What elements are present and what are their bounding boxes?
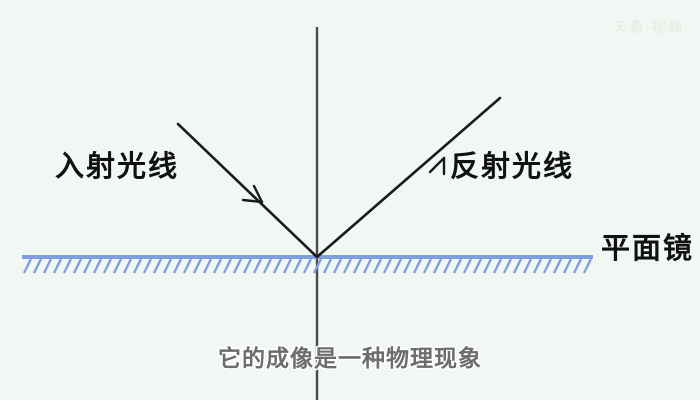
plane-mirror-label: 平面镜	[601, 231, 695, 265]
reflected-ray-label: 反射光线	[450, 149, 575, 183]
incident-ray-arrow-icon	[241, 184, 264, 204]
incident-ray-line	[176, 122, 319, 259]
incident-ray-label: 入射光线	[55, 149, 180, 183]
watermark: 天奇·视频	[613, 20, 684, 36]
reflected-ray-arrow-icon	[428, 156, 446, 176]
mirror-hatching	[22, 258, 593, 274]
video-subtitle: 它的成像是一种物理现象	[218, 346, 482, 372]
reflected-ray-line	[315, 96, 502, 259]
